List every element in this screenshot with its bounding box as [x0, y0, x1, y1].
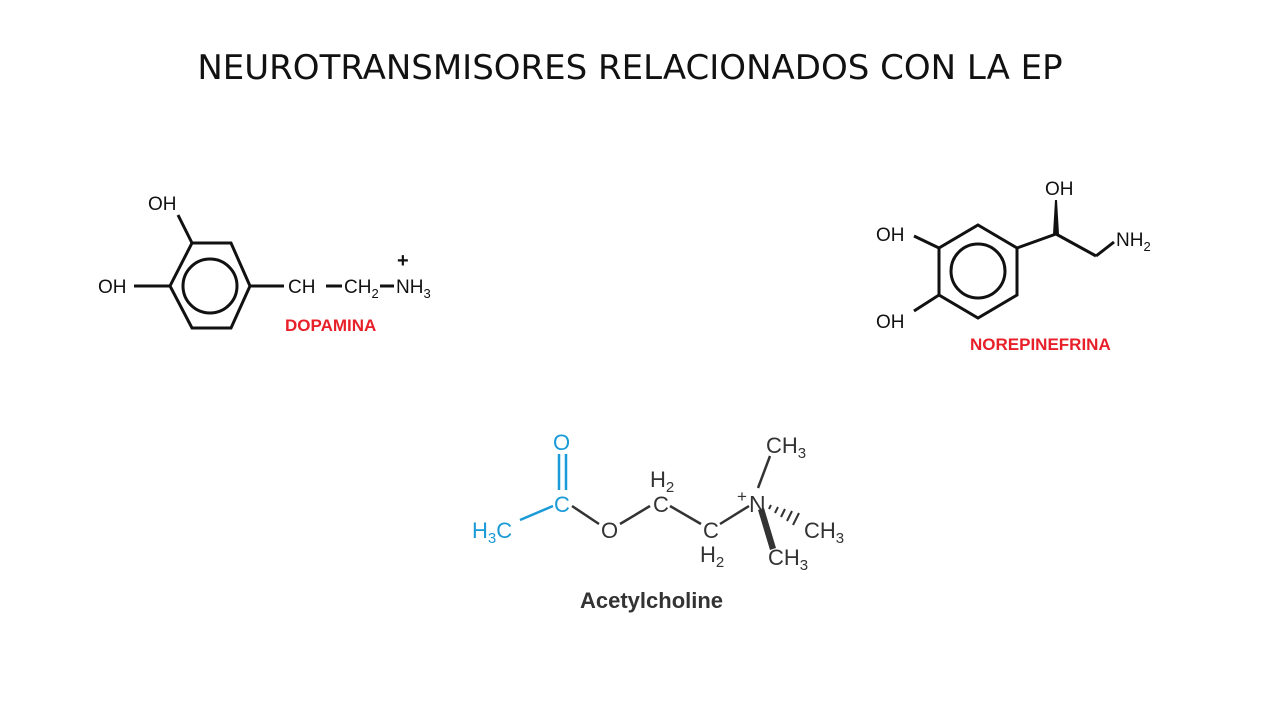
acetylcholine-c2-h2: H2	[700, 542, 724, 571]
acetylcholine-caption: Acetylcholine	[580, 588, 723, 613]
acetylcholine-bond-methyl	[519, 504, 554, 522]
acetylcholine-o-ester: O	[601, 518, 618, 543]
norepinephrine-wedge-bond	[1053, 200, 1059, 234]
dopamine-nh3-subscript: 3	[423, 286, 430, 301]
acetylcholine-bond-c1-c2	[669, 504, 702, 526]
acetylcholine-ch3-top-subscript: 3	[798, 445, 806, 462]
norepinephrine-nh2: NH2	[1116, 230, 1151, 254]
acetylcholine-hashed-bond	[768, 504, 800, 526]
norepinephrine-oh-side: OH	[1045, 179, 1074, 200]
dopamine-oh-top: OH	[148, 194, 177, 215]
acetylcholine-c2: C	[703, 518, 719, 543]
acetylcholine-methyl-subscript: 3	[488, 530, 496, 547]
acetylcholine-structure: O C H3C O H2 C C H2 + N CH3 CH3 CH3 Acet…	[472, 430, 844, 613]
acetylcholine-bond-c2-n	[719, 504, 750, 526]
acetylcholine-bond-c-o	[571, 504, 600, 526]
dopamine-charge: +	[397, 250, 409, 272]
dopamine-ch2: CH2	[344, 277, 379, 301]
norepinephrine-bond-oh-1	[913, 234, 940, 250]
dopamine-caption: DOPAMINA	[285, 316, 376, 335]
norepinephrine-bond-chain-1	[1016, 232, 1057, 250]
dopamine-oh-left: OH	[98, 277, 127, 298]
dopamine-ch: CH	[288, 277, 315, 298]
acetylcholine-c1-h2-subscript: 2	[666, 479, 674, 496]
norepinephrine-bond-oh-2	[913, 293, 940, 313]
norepinephrine-inner-ring	[949, 242, 1007, 300]
acetylcholine-n-charge: +	[737, 487, 747, 506]
norepinephrine-nh2-subscript: 2	[1143, 239, 1150, 254]
acetylcholine-ch3-right-subscript: 3	[836, 530, 844, 547]
acetylcholine-c1: C	[653, 492, 669, 517]
norepinephrine-oh-2: OH	[876, 312, 905, 333]
acetylcholine-ch3-bottom-subscript: 3	[800, 557, 808, 574]
dopamine-ch2-subscript: 2	[371, 286, 378, 301]
acetylcholine-bond-o-c1	[619, 504, 651, 526]
acetylcholine-c-carbonyl: C	[554, 492, 570, 517]
acetylcholine-ch3-top: CH3	[766, 433, 806, 462]
acetylcholine-c1-h2: H2	[650, 467, 674, 496]
norepinephrine-structure: OH OH OH NH2 NOREPINEFRINA	[876, 179, 1151, 354]
dopamine-bond-oh-top	[176, 214, 194, 244]
dopamine-structure: OH OH CH CH2 NH3 + DOPAMINA	[98, 194, 431, 335]
acetylcholine-ch3-bottom: CH3	[768, 545, 808, 574]
dopamine-nh3: NH3	[396, 277, 431, 301]
norepinephrine-oh-1: OH	[876, 225, 905, 246]
acetylcholine-bond-n-ch3-top	[756, 455, 772, 489]
acetylcholine-methyl: H3C	[472, 518, 512, 547]
slide-title: NEUROTRANSMISORES RELACIONADOS CON LA EP	[197, 48, 1063, 88]
acetylcholine-ch3-right: CH3	[804, 518, 844, 547]
norepinephrine-caption: NOREPINEFRINA	[970, 335, 1111, 354]
acetylcholine-n: N	[749, 491, 766, 517]
acetylcholine-wedge-bond	[758, 508, 776, 550]
dopamine-inner-ring	[181, 257, 239, 315]
acetylcholine-c2-h2-subscript: 2	[716, 554, 724, 571]
norepinephrine-bond-chain-2	[1055, 232, 1097, 258]
norepinephrine-bond-nh2	[1095, 240, 1115, 258]
acetylcholine-o-carbonyl: O	[553, 430, 570, 455]
